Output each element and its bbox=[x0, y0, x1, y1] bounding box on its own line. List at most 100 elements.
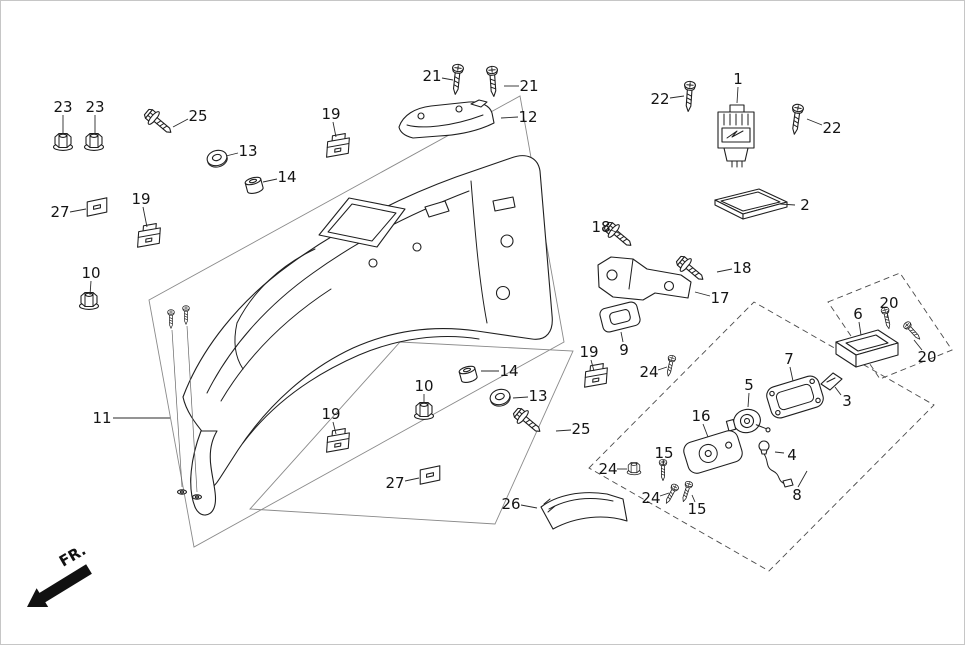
part-pad-3 bbox=[820, 372, 843, 391]
part-nut-23-a bbox=[52, 132, 74, 151]
callout-19: 19 bbox=[579, 343, 598, 361]
leader-line-18 bbox=[610, 229, 622, 235]
callout-25: 25 bbox=[571, 420, 590, 438]
part-clip-19-b bbox=[326, 132, 351, 158]
group-outline-hardware bbox=[249, 341, 574, 525]
leader-line-4 bbox=[774, 451, 785, 454]
part-cover-12 bbox=[398, 99, 495, 139]
leader-line-19 bbox=[142, 206, 148, 228]
callout-24: 24 bbox=[641, 489, 660, 507]
leader-line-13 bbox=[225, 152, 239, 157]
leader-line-25 bbox=[172, 118, 189, 128]
callout-16: 16 bbox=[691, 407, 710, 425]
part-cdi-unit-1 bbox=[717, 104, 755, 168]
part-screw-15-a bbox=[658, 459, 668, 481]
callout-1: 1 bbox=[733, 70, 743, 88]
part-clip-19-d bbox=[326, 427, 351, 453]
part-screw-24-a bbox=[664, 354, 677, 378]
part-collar-14-a bbox=[243, 175, 265, 196]
leader-line-21 bbox=[441, 77, 454, 81]
part-duct-6 bbox=[835, 329, 899, 368]
callout-18: 18 bbox=[591, 218, 610, 236]
callout-13: 13 bbox=[238, 142, 257, 160]
callout-14: 14 bbox=[499, 362, 518, 380]
callout-21: 21 bbox=[519, 77, 538, 95]
callout-19: 19 bbox=[321, 405, 340, 423]
callout-5: 5 bbox=[744, 376, 754, 394]
callout-2: 2 bbox=[800, 196, 810, 214]
part-nut-10-b bbox=[413, 401, 435, 420]
leader-line-25 bbox=[555, 429, 572, 432]
leader-line-3 bbox=[834, 386, 842, 396]
callout-13: 13 bbox=[528, 387, 547, 405]
part-pad-27-a bbox=[86, 197, 108, 217]
leader-line-18 bbox=[716, 268, 733, 273]
callout-8: 8 bbox=[792, 486, 802, 504]
leader-line-2 bbox=[779, 203, 796, 206]
part-collar-14-b bbox=[457, 364, 479, 385]
leader-line-20 bbox=[886, 310, 889, 319]
leader-line-7 bbox=[789, 366, 794, 382]
fender-assembly-11 bbox=[167, 155, 553, 516]
part-grommet-13-a bbox=[204, 147, 230, 170]
fender-washer-a bbox=[176, 489, 188, 495]
callout-20: 20 bbox=[917, 348, 936, 366]
leader-line-24 bbox=[659, 492, 670, 497]
leader-line-5 bbox=[747, 392, 750, 408]
part-nut-23-b bbox=[83, 132, 105, 151]
leader-line-17 bbox=[694, 291, 711, 297]
part-nut-10-a bbox=[78, 291, 100, 310]
leader-line-8 bbox=[797, 470, 808, 488]
leader-line-27 bbox=[69, 208, 87, 213]
callout-20: 20 bbox=[879, 294, 898, 312]
part-bolt-25-a bbox=[141, 105, 177, 139]
leader-line-9 bbox=[620, 331, 624, 343]
callout-26: 26 bbox=[501, 495, 520, 513]
leader-line-13 bbox=[512, 396, 529, 399]
part-mudflap-26 bbox=[540, 492, 628, 530]
callout-22: 22 bbox=[650, 90, 669, 108]
leader-line-12 bbox=[500, 116, 519, 119]
leader-line-19 bbox=[332, 121, 337, 138]
callout-15: 15 bbox=[654, 444, 673, 462]
leader-line-19 bbox=[332, 421, 337, 435]
callout-27: 27 bbox=[50, 203, 69, 221]
callout-23: 23 bbox=[85, 98, 104, 116]
part-clip-19-a bbox=[137, 222, 162, 248]
leader-line-10 bbox=[89, 280, 92, 296]
part-grommet-13-b bbox=[487, 386, 513, 409]
fr-arrow-icon bbox=[27, 564, 92, 607]
part-clip-19-c bbox=[584, 362, 609, 388]
leader-line-19 bbox=[590, 359, 595, 372]
callout-27: 27 bbox=[385, 474, 404, 492]
leader-line-14 bbox=[262, 178, 278, 183]
leader-line-26 bbox=[520, 504, 538, 509]
callout-19: 19 bbox=[321, 105, 340, 123]
part-nut-24-b bbox=[626, 462, 642, 476]
callout-18: 18 bbox=[732, 259, 751, 277]
part-bolt-25-b bbox=[510, 404, 546, 438]
callout-10: 10 bbox=[414, 377, 433, 395]
callout-19: 19 bbox=[131, 190, 150, 208]
callout-22: 22 bbox=[822, 119, 841, 137]
leader-line-16 bbox=[702, 423, 709, 438]
part-bulb-4 bbox=[758, 440, 794, 488]
callout-21: 21 bbox=[422, 67, 441, 85]
part-socket-5 bbox=[725, 408, 771, 434]
part-lens-frame-7 bbox=[766, 375, 824, 419]
callout-7: 7 bbox=[784, 350, 794, 368]
leader-line-22 bbox=[669, 95, 685, 99]
part-bracket-17 bbox=[597, 256, 692, 301]
callout-23: 23 bbox=[53, 98, 72, 116]
fender-screw-b bbox=[182, 305, 190, 325]
leader-line-27 bbox=[404, 477, 420, 482]
group-outline-fender bbox=[148, 95, 565, 548]
part-screw-22-a bbox=[682, 80, 697, 113]
group-outline-taillight-dashed bbox=[588, 301, 935, 572]
callout-25: 25 bbox=[188, 107, 207, 125]
callout-11: 11 bbox=[92, 409, 111, 427]
leader-line-20 bbox=[913, 339, 923, 351]
